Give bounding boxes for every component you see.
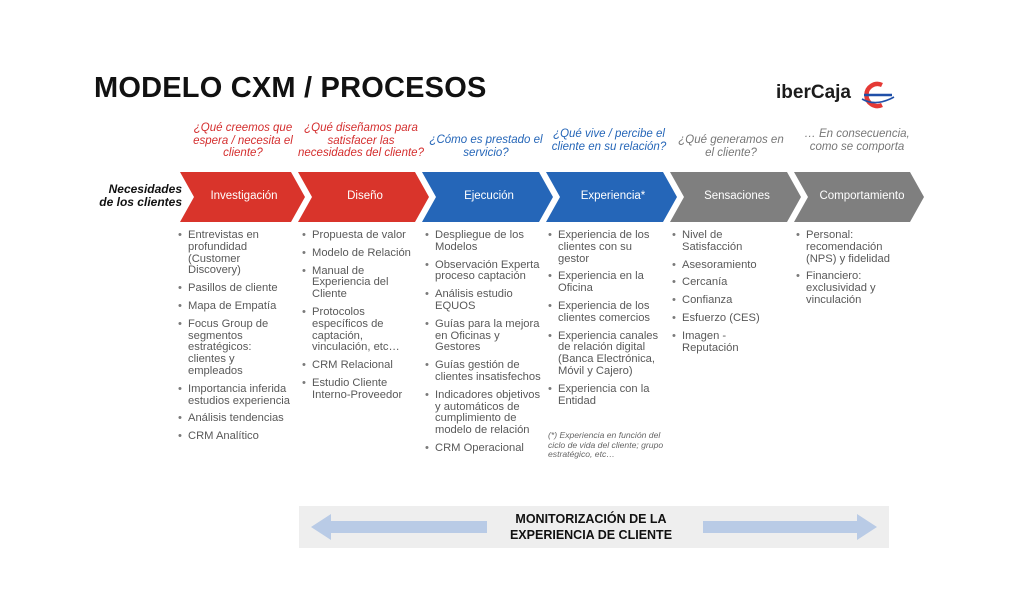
list-item: Experiencia canales de relación digital … (548, 330, 666, 378)
question-diseno: ¿Qué diseñamos para satisfacer las neces… (298, 122, 424, 159)
list-item: Asesoramiento (672, 259, 782, 272)
list-item: Entrevistas en profundidad (Customer Dis… (178, 229, 290, 277)
chevron-label-investigacion: Investigación (210, 190, 278, 202)
list-item: Personal: recomendación (NPS) y fidelida… (796, 229, 914, 265)
list-experiencia: Experiencia de los clientes con su gesto… (548, 229, 666, 413)
question-investigacion: ¿Qué creemos que espera / necesita el cl… (193, 122, 293, 159)
list-item: Confianza (672, 294, 782, 307)
list-item: Nivel de Satisfacción (672, 229, 782, 254)
list-investigacion: Entrevistas en profundidad (Customer Dis… (178, 229, 290, 449)
list-item: Modelo de Relación (302, 247, 416, 260)
question-ejecucion: ¿Cómo es prestado el servicio? (429, 134, 543, 159)
list-item: Cercanía (672, 277, 782, 289)
monitoring-title: MONITORIZACIÓN DE LA EXPERIENCIA DE CLIE… (491, 511, 691, 543)
chevron-label-sensaciones: Sensaciones (704, 190, 770, 202)
list-item: CRM Operacional (425, 442, 541, 455)
list-item: Importancia inferida estudios experienci… (178, 383, 290, 408)
list-item: Experiencia en la Oficina (548, 271, 666, 295)
question-sensaciones: ¿Qué generamos en el cliente? (678, 134, 784, 159)
chevron-experiencia (546, 172, 677, 222)
list-item: Focus Group de segmentos estratégicos: c… (178, 318, 290, 378)
arrow-right-icon (703, 514, 877, 540)
list-item: Despliegue de los Modelos (425, 229, 541, 254)
footnote: (*) Experiencia en función del ciclo de … (548, 430, 664, 460)
list-comportamiento: Personal: recomendación (NPS) y fidelida… (796, 229, 914, 313)
list-item: Análisis tendencias (178, 413, 290, 425)
list-item: Análisis estudio EQUOS (425, 288, 541, 313)
list-item: Guías gestión de clientes insatisfechos (425, 359, 541, 384)
list-ejecucion: Despliegue de los Modelos Observación Ex… (425, 229, 541, 461)
question-experiencia: ¿Qué vive / percibe el cliente en su rel… (551, 128, 667, 153)
chevron-comportamiento (794, 172, 924, 222)
chevron-investigacion (180, 172, 305, 222)
question-comportamiento: … En consecuencia, como se comporta (804, 128, 910, 153)
chevron-label-ejecucion: Ejecución (464, 190, 514, 202)
arrow-left-icon (311, 514, 487, 540)
monitoring-title-line1: MONITORIZACIÓN DE LA (515, 512, 667, 526)
list-diseno: Propuesta de valor Modelo de Relación Ma… (302, 229, 416, 408)
list-item: Mapa de Empatía (178, 300, 290, 313)
list-item: Propuesta de valor (302, 229, 416, 242)
page-title: MODELO CXM / PROCESOS (94, 72, 487, 104)
monitoring-title-line2: EXPERIENCIA DE CLIENTE (509, 528, 673, 542)
monitoring-banner: MONITORIZACIÓN DE LA EXPERIENCIA DE CLIE… (299, 506, 889, 548)
row-label: Necesidades de los clientes (99, 182, 182, 209)
chevron-ejecucion (422, 172, 553, 222)
chevron-sensaciones (670, 172, 801, 222)
list-item: Guías para la mejora en Oficinas y Gesto… (425, 318, 541, 354)
double-arrow (311, 514, 877, 540)
chevron-label-experiencia: Experiencia* (580, 190, 646, 202)
list-item: Experiencia de los clientes comercios (548, 300, 666, 325)
list-item: Manual de Experiencia del Cliente (302, 265, 416, 301)
chevron-diseno (298, 172, 429, 222)
list-item: Experiencia con la Entidad (548, 383, 666, 408)
list-item: CRM Relacional (302, 359, 416, 372)
list-item: Protocolos específicos de captación, vin… (302, 306, 416, 354)
chevron-label-diseno: Diseño (347, 190, 383, 202)
ibercaja-logo: iberCaja (776, 80, 898, 110)
chevron-label-comportamiento: Comportamiento (819, 190, 905, 202)
list-item: Indicadores objetivos y automáticos de c… (425, 389, 541, 437)
ibercaja-mark-icon (861, 81, 895, 109)
logo-text: iberCaja (776, 82, 851, 103)
list-item: Experiencia de los clientes con su gesto… (548, 229, 666, 265)
list-item: Estudio Cliente Interno-Proveedor (302, 377, 416, 402)
list-item: Esfuerzo (CES) (672, 312, 782, 325)
list-item: Observación Experta proceso captación (425, 259, 541, 284)
list-item: Imagen - Reputación (672, 330, 782, 355)
list-item: Pasillos de cliente (178, 282, 290, 295)
list-item: CRM Analítico (178, 430, 290, 443)
list-sensaciones: Nivel de Satisfacción Asesoramiento Cerc… (672, 229, 782, 360)
list-item: Financiero: exclusividad y vinculación (796, 270, 914, 306)
